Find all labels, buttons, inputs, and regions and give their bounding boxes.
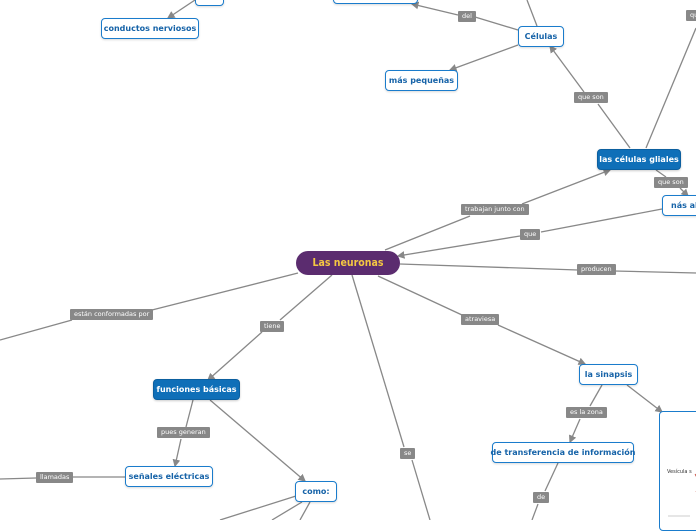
link-label-estan: están conformadas por — [70, 309, 154, 320]
edge-como-left1 — [219, 495, 297, 520]
link-label-qu: qu — [686, 10, 696, 21]
image-caption-vesicula: Vesícula s — [667, 469, 692, 475]
edge-atraviesa-sinapsis — [497, 324, 587, 365]
link-label-se: se — [400, 448, 416, 459]
edge-tiene-funciones — [207, 331, 263, 381]
link-label-tiene: tiene — [260, 321, 285, 332]
node-como[interactable]: como: — [295, 481, 337, 502]
edge-pues-senales — [172, 438, 182, 468]
edge-transferencia-de — [544, 462, 559, 492]
edge-funciones-como — [209, 399, 306, 482]
edge-eslazona-transferencia — [569, 418, 581, 444]
edge-de-down — [531, 503, 539, 520]
node-conductos-nerviosos[interactable]: conductos nerviosos — [101, 18, 199, 39]
link-label-llamadas: llamadas — [36, 472, 74, 483]
node-top-partial-center[interactable] — [333, 0, 418, 4]
edge-central-trabajan — [384, 215, 471, 251]
edge-gliales-up — [645, 27, 696, 149]
edge-celulas-pequenas — [448, 44, 519, 72]
edge-llamadas-left — [0, 477, 37, 480]
edge-como-left2 — [271, 501, 303, 520]
node-celulas[interactable]: Células — [518, 26, 564, 47]
edge-central-se — [351, 274, 405, 448]
edge-se-down — [411, 459, 431, 520]
edge-funciones-pues — [185, 399, 194, 428]
link-label-que: que — [520, 229, 541, 240]
edge-top-to-conductos — [166, 0, 196, 19]
link-label-de: de — [533, 492, 550, 503]
edge-central-producen — [399, 263, 579, 271]
link-label-que-son: que son — [574, 92, 608, 103]
link-label-que-son-2: que son — [654, 177, 688, 188]
edge-celulas-del — [474, 16, 519, 31]
edge-que-central — [396, 235, 521, 259]
edge-sinapsis-eslazona — [589, 384, 603, 407]
node-mas-ab[interactable]: nás ab — [662, 195, 696, 216]
edge-celulas-up — [526, 0, 538, 27]
node-celulas-gliales[interactable]: las células gliales — [597, 149, 681, 170]
connection-lines — [0, 0, 696, 520]
link-label-atraviesa: atraviesa — [461, 314, 500, 325]
node-funciones-basicas[interactable]: funciones básicas — [153, 379, 240, 400]
edge-queson-celulas — [549, 44, 585, 93]
synapse-illustration-icon — [668, 473, 696, 517]
node-mas-pequenas[interactable]: más pequeñas — [385, 70, 458, 91]
link-label-pues-generan: pues generan — [157, 427, 210, 438]
edge-del-left — [410, 1, 459, 16]
edge-queson2-masab — [679, 187, 689, 197]
node-image-synapse[interactable]: Vesícula s — [659, 411, 696, 531]
node-las-neuronas[interactable]: Las neuronas — [296, 251, 400, 275]
edge-gliales-queson — [597, 103, 631, 149]
link-label-es-la-zona: es la zona — [566, 407, 607, 418]
link-label-del: del — [458, 11, 476, 22]
edge-central-atraviesa — [377, 275, 463, 316]
edge-producen-right — [613, 270, 696, 274]
edge-masab-que — [540, 208, 663, 233]
edge-central-tiene — [279, 274, 333, 321]
node-transferencia[interactable]: de transferencia de información — [491, 442, 635, 463]
link-label-producen: producen — [577, 264, 616, 275]
edge-trabajan-gliales — [521, 168, 612, 205]
node-top-partial-left[interactable] — [195, 0, 224, 6]
edge-sinapsis-image — [626, 384, 664, 413]
node-senales-electricas[interactable]: señales eléctricas — [125, 466, 213, 487]
link-label-trabajan: trabajan junto con — [461, 204, 529, 215]
edge-central-estan — [151, 272, 299, 311]
edge-como-down — [299, 501, 311, 520]
edge-gliales-queson2 — [655, 169, 667, 178]
edge-estan-left — [0, 319, 73, 341]
node-la-sinapsis[interactable]: la sinapsis — [579, 364, 638, 385]
